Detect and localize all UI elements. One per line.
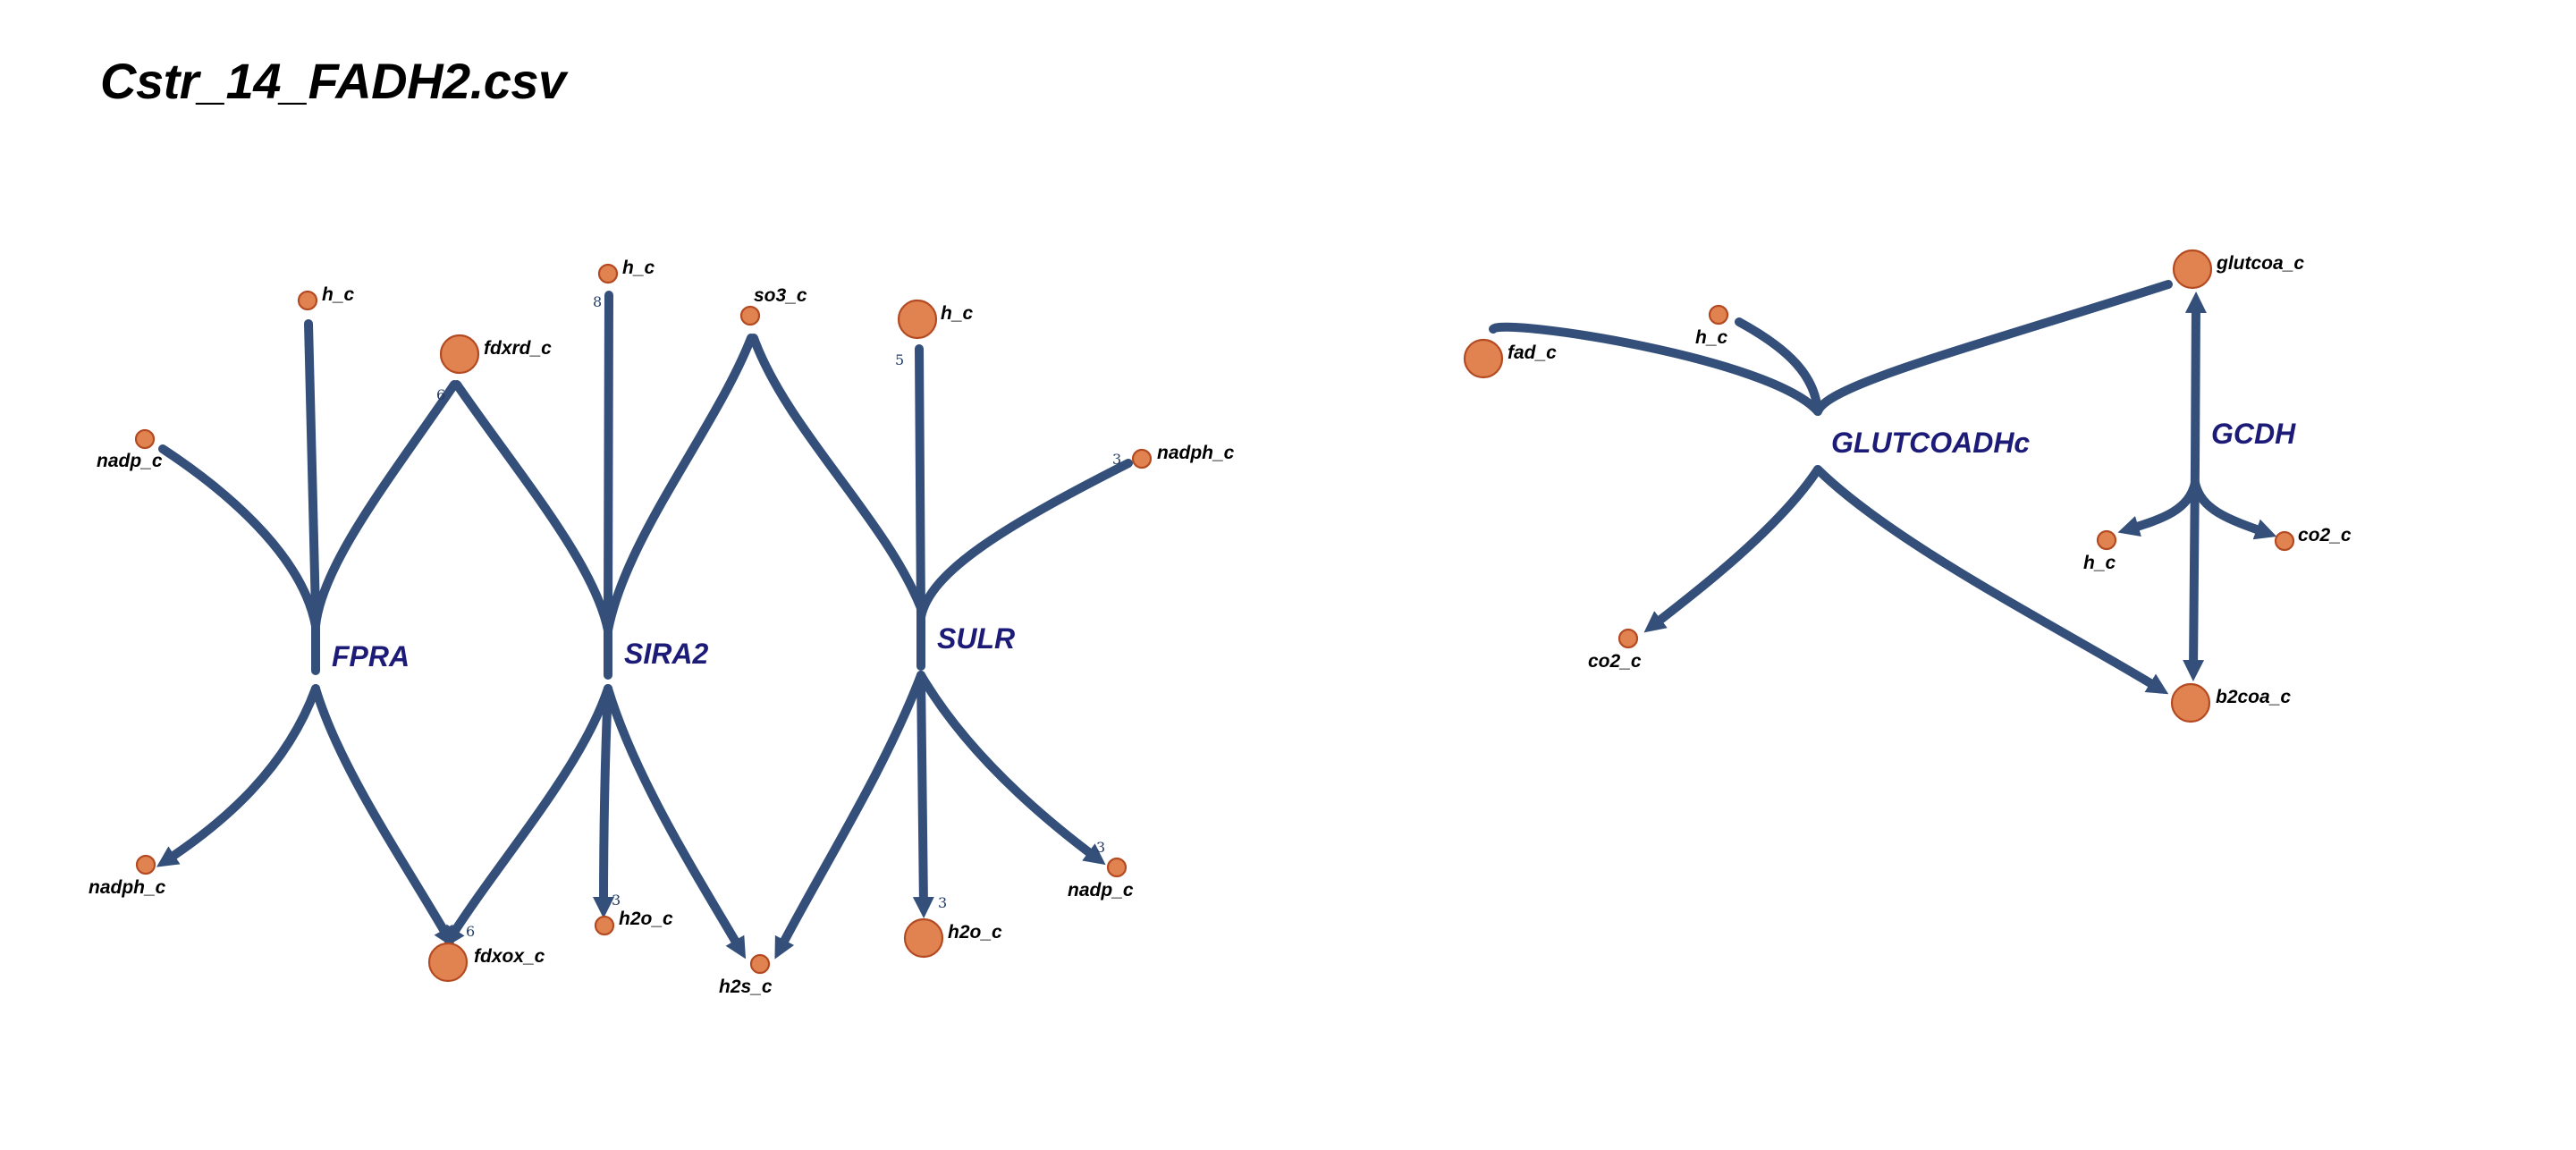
page-title: Cstr_14_FADH2.csv — [100, 53, 566, 109]
reaction-label-sulr[interactable]: SULR — [937, 622, 1015, 655]
metabolite-label: nadph_c — [1157, 443, 1235, 463]
reaction-label-fpra[interactable]: FPRA — [332, 640, 410, 672]
edge-sulr-h2s-c — [774, 671, 925, 960]
reaction-labels: FPRA SIRA2 SULR GLUTCOADHc GCDH — [332, 418, 2296, 672]
edge-sulr-nadp-c — [916, 671, 1106, 866]
metabolite-label: h2s_c — [719, 977, 773, 997]
coefficient-label: 3 — [938, 894, 947, 911]
metabolite-label: h_c — [941, 303, 974, 324]
metabolite-label: glutcoa_c — [2216, 253, 2304, 274]
metabolite-node-h-c[interactable] — [2096, 529, 2117, 551]
edge-sira2-fdxox-c — [443, 684, 612, 949]
metabolite-node-nadp-c[interactable] — [134, 428, 156, 450]
metabolite-label: co2_c — [1588, 651, 1642, 672]
edge-sulr-nadph-c — [916, 459, 1133, 622]
metabolite-node-so3-c[interactable] — [739, 305, 761, 326]
edge-gcdh-co2-c — [2191, 478, 2277, 540]
metabolite-node-h-c[interactable] — [297, 290, 318, 311]
metabolite-node-h-c[interactable] — [597, 263, 619, 284]
edge-sira2-h2s-c — [604, 684, 747, 960]
metabolite-label: nadp_c — [1068, 880, 1134, 901]
edge-glutcoadhc-glutcoa-c — [1813, 280, 2173, 416]
metabolite-label: h_c — [2083, 553, 2116, 573]
metabolite-label: nadph_c — [89, 877, 166, 898]
edge-sira2-fdxrd-c — [452, 380, 612, 635]
edge-gcdh-b2coa-c — [2183, 461, 2205, 681]
metabolite-node-h-c[interactable] — [1708, 304, 1729, 326]
reaction-label-gcdh[interactable]: GCDH — [2211, 418, 2296, 450]
metabolite-node-nadph-c[interactable] — [1131, 448, 1153, 469]
metabolite-label: b2coa_c — [2216, 687, 2291, 707]
reaction-edges — [156, 280, 2277, 960]
metabolite-label: h_c — [1695, 327, 1728, 348]
metabolite-label: h_c — [322, 284, 355, 305]
metabolite-label: h_c — [622, 258, 655, 278]
edge-sulr-so3-c — [749, 334, 925, 613]
metabolite-node-glutcoa-c[interactable] — [2172, 249, 2213, 290]
metabolite-node-fdxox-c[interactable] — [427, 942, 469, 983]
edge-sulr-h2o-c — [912, 671, 934, 918]
metabolite-node-h2o-c[interactable] — [594, 915, 615, 936]
metabolite-label: co2_c — [2298, 525, 2352, 545]
stoichiometry-labels: 6 6 8 3 5 3 3 3 — [436, 293, 1121, 940]
metabolite-label: h2o_c — [619, 909, 673, 929]
coefficient-label: 8 — [593, 293, 602, 310]
metabolite-node-co2-c[interactable] — [2274, 530, 2295, 552]
metabolite-node-b2coa-c[interactable] — [2170, 682, 2211, 723]
edge-gcdh-glutcoa-c — [2184, 292, 2207, 469]
edge-fpra-nadph-c — [156, 684, 320, 867]
edge-sira2-so3-c — [604, 334, 756, 635]
coefficient-label: 3 — [612, 892, 621, 909]
reaction-label-glutcoadhc[interactable]: GLUTCOADHc — [1831, 427, 2030, 459]
edge-fpra-fdxrd-c — [311, 380, 459, 630]
metabolite-label: fad_c — [1508, 342, 1557, 363]
metabolite-labels: h_c fdxrd_c nadp_c nadph_c fdxox_c h_c s… — [89, 253, 2352, 997]
coefficient-label: 3 — [1096, 839, 1105, 856]
metabolite-node-h2o-c[interactable] — [903, 917, 944, 959]
metabolite-label: nadp_c — [97, 451, 163, 471]
metabolite-label: fdxox_c — [474, 946, 545, 967]
edge-glutcoadhc-co2-c — [1643, 465, 1822, 633]
coefficient-label: 5 — [895, 351, 904, 368]
metabolite-node-h-c[interactable] — [897, 299, 938, 340]
metabolite-node-co2-c[interactable] — [1617, 628, 1639, 649]
metabolite-node-nadph-c[interactable] — [135, 854, 156, 875]
metabolite-label: fdxrd_c — [484, 338, 552, 359]
edge-fpra-fdxox-c — [311, 684, 455, 949]
edge-fpra-nadp-c — [158, 444, 320, 630]
metabolite-label: h2o_c — [948, 922, 1002, 943]
metabolite-node-nadp-c[interactable] — [1106, 857, 1128, 878]
coefficient-label: 6 — [436, 386, 445, 403]
edge-gcdh-h-c — [2117, 478, 2200, 537]
metabolite-node-h2s-c[interactable] — [749, 953, 771, 975]
reaction-label-sira2[interactable]: SIRA2 — [624, 638, 708, 670]
metabolite-nodes — [134, 249, 2295, 983]
edge-glutcoadhc-fad-c — [1489, 322, 1822, 416]
edge-glutcoadhc-b2coa-c — [1813, 465, 2169, 695]
coefficient-label: 6 — [466, 923, 475, 940]
edge-glutcoadhc-h-c — [1735, 317, 1822, 416]
metabolite-node-fad-c[interactable] — [1463, 338, 1504, 379]
metabolite-node-fdxrd-c[interactable] — [439, 334, 480, 375]
coefficient-label: 3 — [1112, 451, 1121, 468]
edge-sira2-h2o-c — [593, 684, 615, 919]
metabolite-label: so3_c — [754, 285, 807, 306]
